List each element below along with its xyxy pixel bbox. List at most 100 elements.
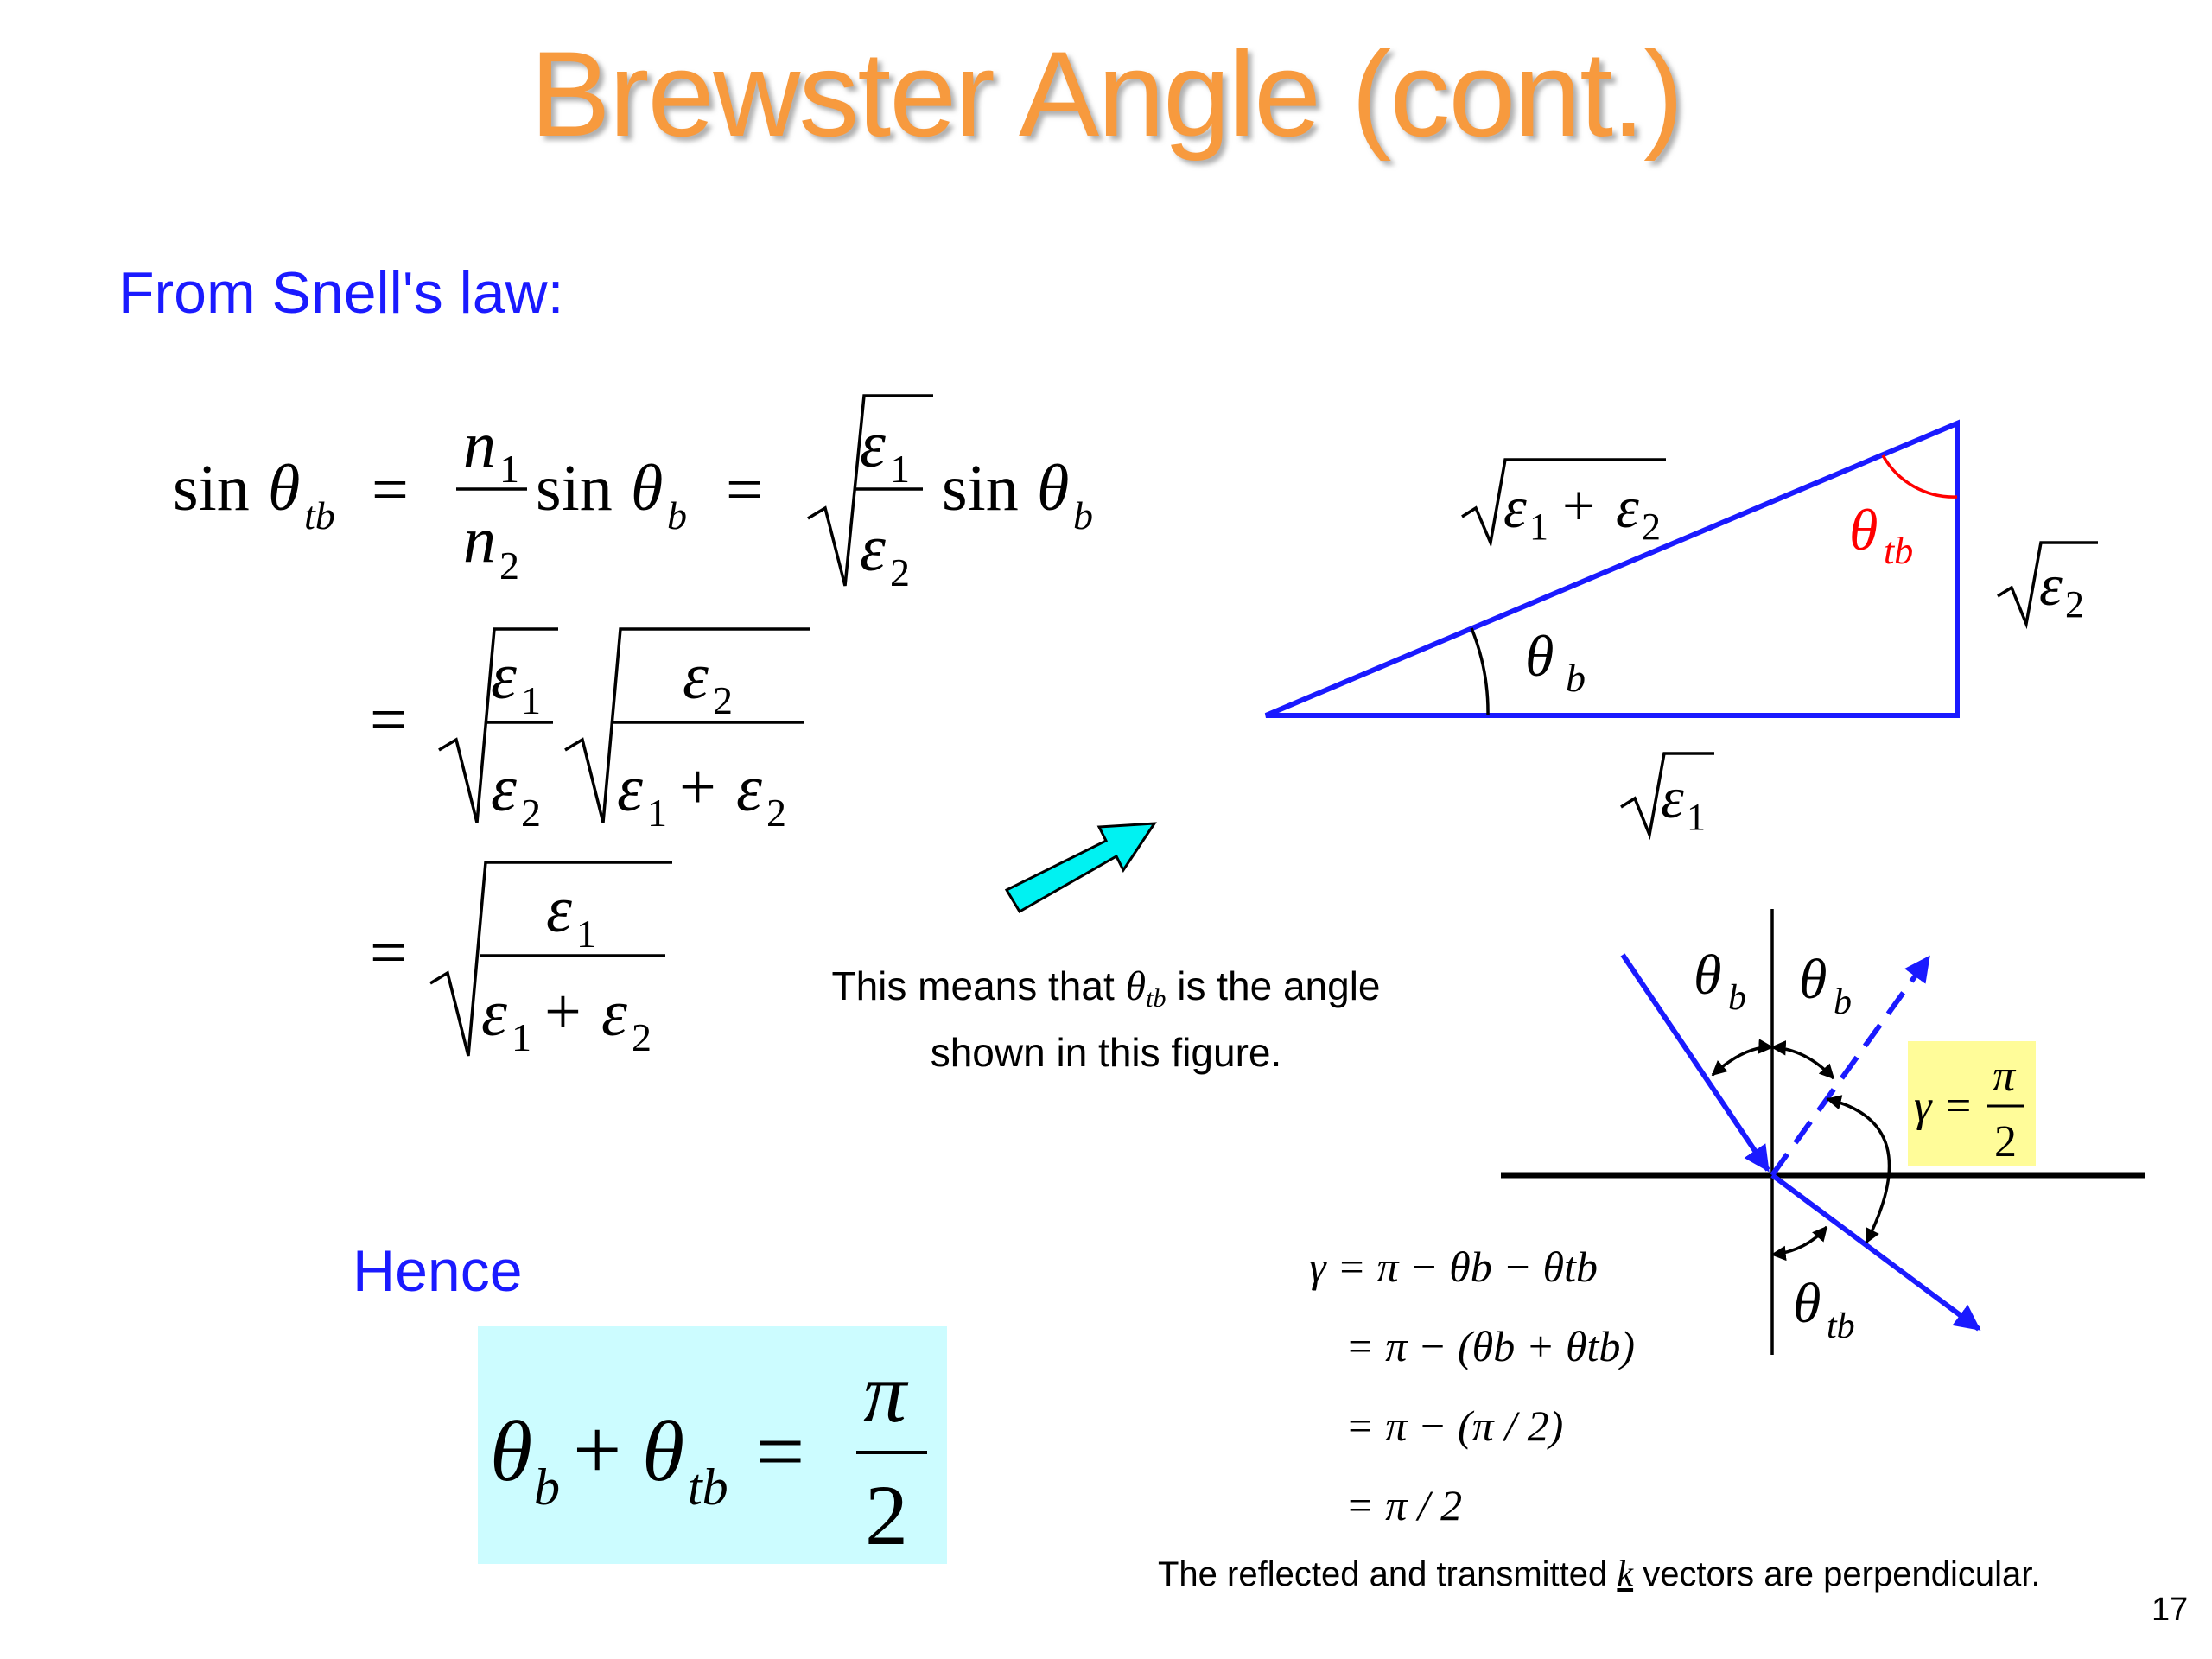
label-sub: b — [1728, 978, 1746, 1018]
result-sub: b — [534, 1459, 560, 1516]
eq-sub: 1 — [890, 447, 910, 491]
gamma-line-1: γ = π − θb − θtb — [1309, 1243, 1598, 1291]
figure-caption: This means that θtb is the angle shown i… — [752, 959, 1460, 1079]
result-equals: = — [756, 1403, 804, 1499]
eq-epsilon: ε — [491, 753, 517, 825]
eq-sub: 2 — [766, 791, 786, 835]
angle-arc-incident — [1711, 1039, 1774, 1077]
eq-sin-label: sin — [536, 452, 613, 524]
angle-arc-reflected — [1770, 1040, 1835, 1080]
hyp-epsilon: ε — [1503, 474, 1527, 540]
hence-text: Hence — [353, 1238, 523, 1304]
caption-sub: tb — [1146, 984, 1166, 1013]
eq-sub: 2 — [521, 791, 541, 835]
eq-epsilon: ε — [860, 409, 886, 481]
gamma-line-2: = π − (θb + θtb) — [1345, 1322, 1636, 1370]
radical-sign — [429, 861, 672, 1057]
radical-sign — [1997, 541, 2098, 630]
eq-n: n — [463, 504, 496, 576]
eq-sub: 1 — [499, 447, 519, 491]
incident-ray — [1620, 953, 1770, 1173]
result-theta: θ — [642, 1403, 684, 1499]
label-sub: 1 — [1529, 505, 1548, 548]
reflected-ray — [1770, 955, 1931, 1177]
transmitted-ray — [1770, 1173, 1981, 1332]
eq-epsilon: ε — [683, 640, 709, 713]
eq-sin-label: sin — [173, 452, 250, 524]
label-sub: 1 — [1687, 796, 1706, 838]
base-epsilon: ε — [1661, 765, 1684, 830]
result-two: 2 — [865, 1467, 908, 1563]
eq-sub: 2 — [499, 543, 519, 588]
gamma-pi: π — [1993, 1052, 2017, 1101]
eq-theta: θ — [1037, 452, 1069, 524]
gamma-symbol: γ — [1914, 1082, 1933, 1131]
eq-sub: b — [1073, 493, 1093, 537]
result-sub: tb — [688, 1459, 728, 1516]
radical-sign — [564, 627, 810, 823]
eq-sub: 2 — [632, 1015, 652, 1059]
eq-epsilon: ε — [736, 753, 762, 825]
caption-theta: θ — [1125, 963, 1147, 1009]
side-epsilon: ε — [2039, 552, 2063, 618]
eq-plus: + — [544, 976, 582, 1048]
radical-sign — [1620, 752, 1714, 841]
result-equation: θ b + θ tb = π 2 — [490, 1344, 927, 1563]
page-number: 17 — [2152, 1592, 2189, 1628]
block-arrow-icon — [1004, 822, 1157, 914]
eq-n: n — [463, 409, 496, 481]
eq-epsilon: ε — [860, 512, 886, 585]
label-sub: b — [1566, 656, 1586, 700]
eq-epsilon: ε — [491, 640, 517, 713]
eq-theta: θ — [268, 452, 300, 524]
eq-sub: 2 — [890, 550, 910, 594]
angle-arc-theta-b — [1470, 627, 1490, 716]
footnote: The reflected and transmitted k vectors … — [1158, 1554, 2041, 1594]
label-sub: tb — [1827, 1306, 1855, 1346]
eq-epsilon: ε — [617, 753, 643, 825]
eq-sub: tb — [304, 493, 335, 537]
right-triangle — [1264, 419, 1960, 718]
result-theta: θ — [490, 1403, 532, 1499]
gamma-line-3: = π − (π / 2) — [1345, 1402, 1564, 1450]
eq-equals: = — [726, 454, 763, 526]
intro-text: From Snell's law: — [118, 260, 564, 326]
eq-epsilon: ε — [546, 874, 572, 946]
label-theta-tb: θ — [1793, 1272, 1821, 1335]
result-box: θ b + θ tb = π 2 — [478, 1326, 947, 1564]
radical-sign — [1461, 458, 1666, 549]
label-theta-tb: θ — [1849, 497, 1878, 563]
label-sub: tb — [1884, 530, 1913, 572]
footnote-k: k — [1617, 1554, 1634, 1594]
radical-sign — [807, 394, 933, 587]
eq-epsilon: ε — [481, 977, 507, 1050]
label-theta-b: θ — [1799, 948, 1827, 1011]
angle-arc-gamma — [1826, 1095, 1891, 1244]
result-plus: + — [573, 1402, 621, 1497]
eq-equals: = — [370, 917, 407, 989]
triangle-diagram: θ b θ tb ε 1 + ε 2 ε 2 ε 1 — [1264, 419, 2098, 841]
eq-epsilon: ε — [601, 977, 627, 1050]
eq-theta: θ — [631, 452, 663, 524]
eq-sub: 1 — [576, 912, 596, 956]
gamma-two: 2 — [1994, 1117, 2017, 1166]
gamma-derivation: γ = π − θb − θtb = π − (θb + θtb) = π − … — [1309, 1227, 1635, 1545]
derivation-equations: sin θ tb = n 1 n 2 sin θ b = ε 1 ε 2 sin… — [173, 394, 1093, 1059]
angle-arc-theta-tb — [1881, 454, 1958, 499]
gamma-highlight-box — [1908, 1041, 2036, 1166]
result-pi: π — [863, 1344, 909, 1440]
hyp-plus: + — [1562, 473, 1595, 538]
gamma-line-4: = π / 2 — [1345, 1481, 1463, 1529]
eq-plus: + — [679, 751, 716, 823]
eq-equals: = — [370, 683, 407, 756]
label-sub: b — [1834, 982, 1852, 1022]
eq-sub: 1 — [512, 1015, 531, 1059]
eq-sub: 1 — [647, 791, 667, 835]
hyp-epsilon: ε — [1616, 474, 1639, 540]
eq-sub: b — [667, 493, 687, 537]
label-sub: 2 — [1642, 505, 1661, 548]
eq-sin-label: sin — [942, 452, 1019, 524]
eq-equals: = — [372, 454, 409, 526]
